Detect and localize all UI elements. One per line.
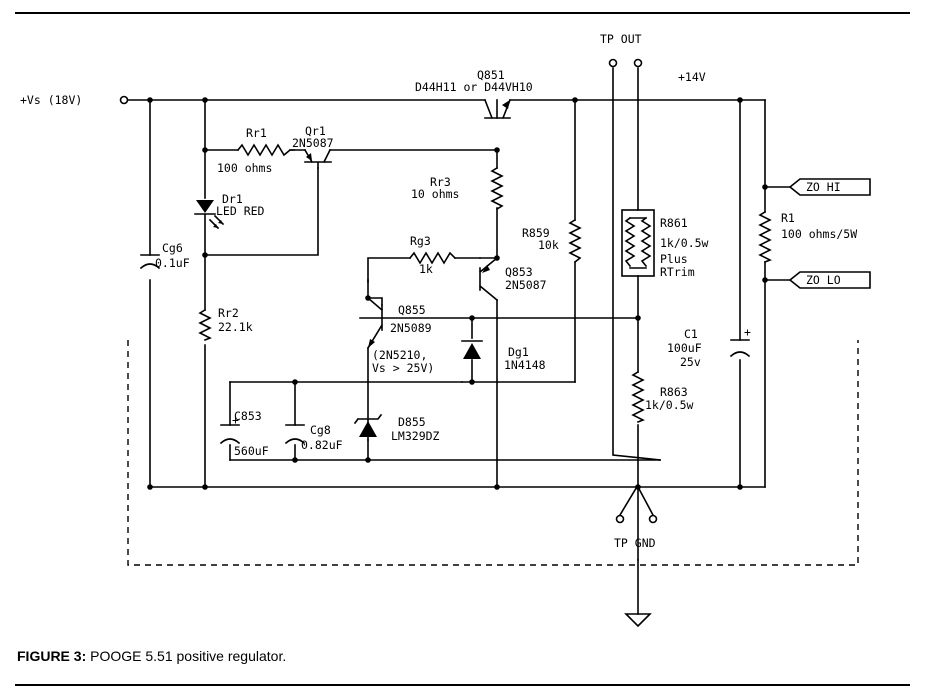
figure-caption: FIGURE 3: POOGE 5.51 positive regulator. [17, 648, 286, 664]
zo-lo-connector [788, 271, 871, 289]
tp-out-terminal-2 [633, 58, 643, 68]
tp-gnd-terminal-2 [648, 514, 658, 524]
dg1-symbol [463, 343, 481, 359]
junction-dots [147, 97, 768, 490]
c1-symbol [729, 339, 751, 358]
rr3-symbol [490, 166, 504, 211]
rr3-label: Rr3 [430, 175, 451, 189]
rg3-label: Rg3 [410, 234, 431, 248]
rr1-label: Rr1 [246, 126, 267, 140]
transistors [303, 98, 512, 350]
alt-part-line-2: Vs > 25V) [372, 361, 434, 375]
dr1-label: Dr1 [222, 192, 243, 206]
rg3-symbol [408, 251, 457, 265]
v14-label: +14V [678, 70, 706, 84]
tp-gnd-terminal-1 [615, 514, 625, 524]
r859-value: 10k [538, 238, 559, 252]
qr1-part: 2N5087 [292, 136, 334, 150]
cg6-symbol [139, 254, 161, 270]
q853-label: Q853 [505, 265, 533, 279]
shield-outline [127, 340, 859, 566]
resistors [198, 143, 772, 424]
alt-part-line-1: (2N5210, [372, 348, 427, 362]
r1-value: 100 ohms/5W [781, 227, 857, 241]
cg8-value: 0.82uF [301, 438, 343, 452]
test-points [119, 58, 658, 524]
figure-caption-text: POOGE 5.51 positive regulator. [86, 648, 287, 664]
dr1-led-symbol [196, 200, 214, 213]
r863-label: R863 [660, 385, 688, 399]
cg8-symbol [284, 424, 306, 445]
c853-symbol [219, 424, 241, 445]
cg6-label: Cg6 [162, 241, 183, 255]
zo-hi-connector [788, 178, 871, 196]
labels: +Vs (18V) +14V TP OUT TP GND Q851 D44H11… [20, 32, 857, 550]
q851-part: D44H11 or D44VH10 [415, 80, 533, 94]
r859-symbol [568, 218, 582, 264]
c1-voltage: 25v [680, 355, 701, 369]
svg-text:+: + [744, 325, 751, 339]
top-rule [15, 12, 910, 14]
r859-label: R859 [522, 226, 550, 240]
d855-part: LM329DZ [391, 429, 440, 443]
cg8-label: Cg8 [310, 423, 331, 437]
q853-symbol [478, 256, 499, 302]
rr2-symbol [198, 308, 212, 342]
zo-lo-label: ZO LO [806, 273, 841, 287]
schematic: + + [20, 32, 871, 628]
qr1-symbol [303, 148, 332, 169]
r1-label: R1 [781, 211, 795, 225]
qr1-label: Qr1 [305, 124, 326, 138]
c1-label: C1 [684, 327, 698, 341]
q853-part: 2N5087 [505, 278, 547, 292]
rg3-value: 1k [419, 262, 433, 276]
cg6-value: 0.1uF [155, 256, 190, 270]
rr2-label: Rr2 [218, 306, 239, 320]
r861-note-1: Plus [660, 252, 688, 266]
dg1-part: 1N4148 [504, 358, 546, 372]
tp-out-terminal-1 [608, 58, 618, 68]
r861-note-2: RTrim [660, 265, 695, 279]
svg-text:+: + [232, 413, 239, 427]
q851-label: Q851 [477, 68, 505, 82]
vs-input-terminal [119, 95, 129, 105]
tp-out-label: TP OUT [600, 32, 642, 46]
capacitors: + + [139, 254, 751, 445]
rr1-value: 100 ohms [217, 161, 272, 175]
ground-symbol [624, 613, 652, 628]
tp-gnd-label: TP GND [614, 536, 656, 550]
r863-symbol [631, 370, 645, 424]
wires [127, 67, 791, 615]
r861-label: R861 [660, 216, 688, 230]
d855-label: D855 [398, 415, 426, 429]
vs-in-label: +Vs (18V) [20, 93, 82, 107]
dr1-part: LED RED [216, 204, 265, 218]
bottom-rule [15, 684, 910, 686]
q855-label: Q855 [398, 303, 426, 317]
r861-value: 1k/0.5w [660, 236, 709, 250]
rr2-value: 22.1k [218, 320, 253, 334]
rr1-symbol [236, 143, 295, 157]
c853-label: C853 [234, 409, 262, 423]
dg1-label: Dg1 [508, 345, 529, 359]
r1-symbol [758, 210, 772, 264]
d855-symbol [359, 421, 377, 437]
q855-part: 2N5089 [390, 321, 432, 335]
r863-value: 1k/0.5w [645, 398, 694, 412]
diodes [194, 200, 483, 437]
zo-hi-label: ZO HI [806, 180, 841, 194]
c853-value: 560uF [234, 444, 269, 458]
figure-label: FIGURE 3: [17, 648, 87, 664]
r861-box [621, 209, 655, 277]
rr3-value: 10 ohms [411, 187, 459, 201]
c1-value: 100uF [667, 341, 702, 355]
